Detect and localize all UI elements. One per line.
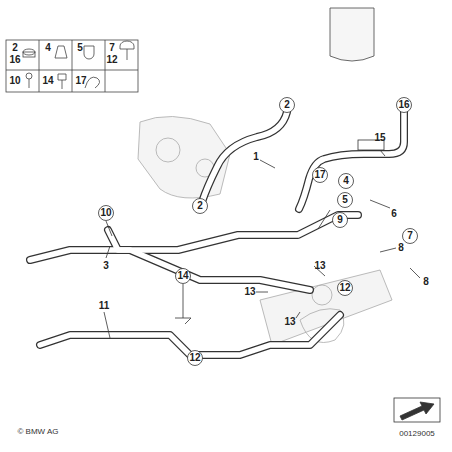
callout-number: 13 [314,261,325,271]
legend-number: 16 [9,55,20,65]
callout-number: 6 [391,209,397,219]
callout-number: 7 [407,231,413,241]
legend-number: 12 [106,55,117,65]
callout-number: 3 [103,261,109,271]
callout-number: 8 [398,243,404,253]
legend-number: 7 [109,43,115,53]
callout-number: 11 [99,301,110,311]
callout-number: 12 [339,283,350,293]
callout-number: 14 [177,271,188,281]
callout-number: 15 [374,133,385,143]
legend-number: 17 [75,76,86,86]
callout-number: 9 [337,215,343,225]
legend-number: 4 [45,43,51,53]
legend-number: 5 [77,43,83,53]
legend-number: 10 [9,76,20,86]
callout-number: 1 [253,152,259,162]
footer-text: © BMW AG [17,428,58,436]
callout-number: 13 [244,287,255,297]
callout-number: 2 [197,201,203,211]
callout-number: 10 [100,208,111,218]
callout-number: 5 [342,195,348,205]
legend-number: 2 [12,43,18,53]
legend-number: 14 [42,76,53,86]
callout-number: 16 [398,100,409,110]
callout-number: 17 [314,170,325,180]
callout-number: 2 [284,100,290,110]
callout-number: 4 [343,176,349,186]
callout-number: 12 [189,353,200,363]
callout-number: 8 [423,277,429,287]
callout-number: 13 [284,317,295,327]
footer-text: 00129005 [399,430,435,438]
